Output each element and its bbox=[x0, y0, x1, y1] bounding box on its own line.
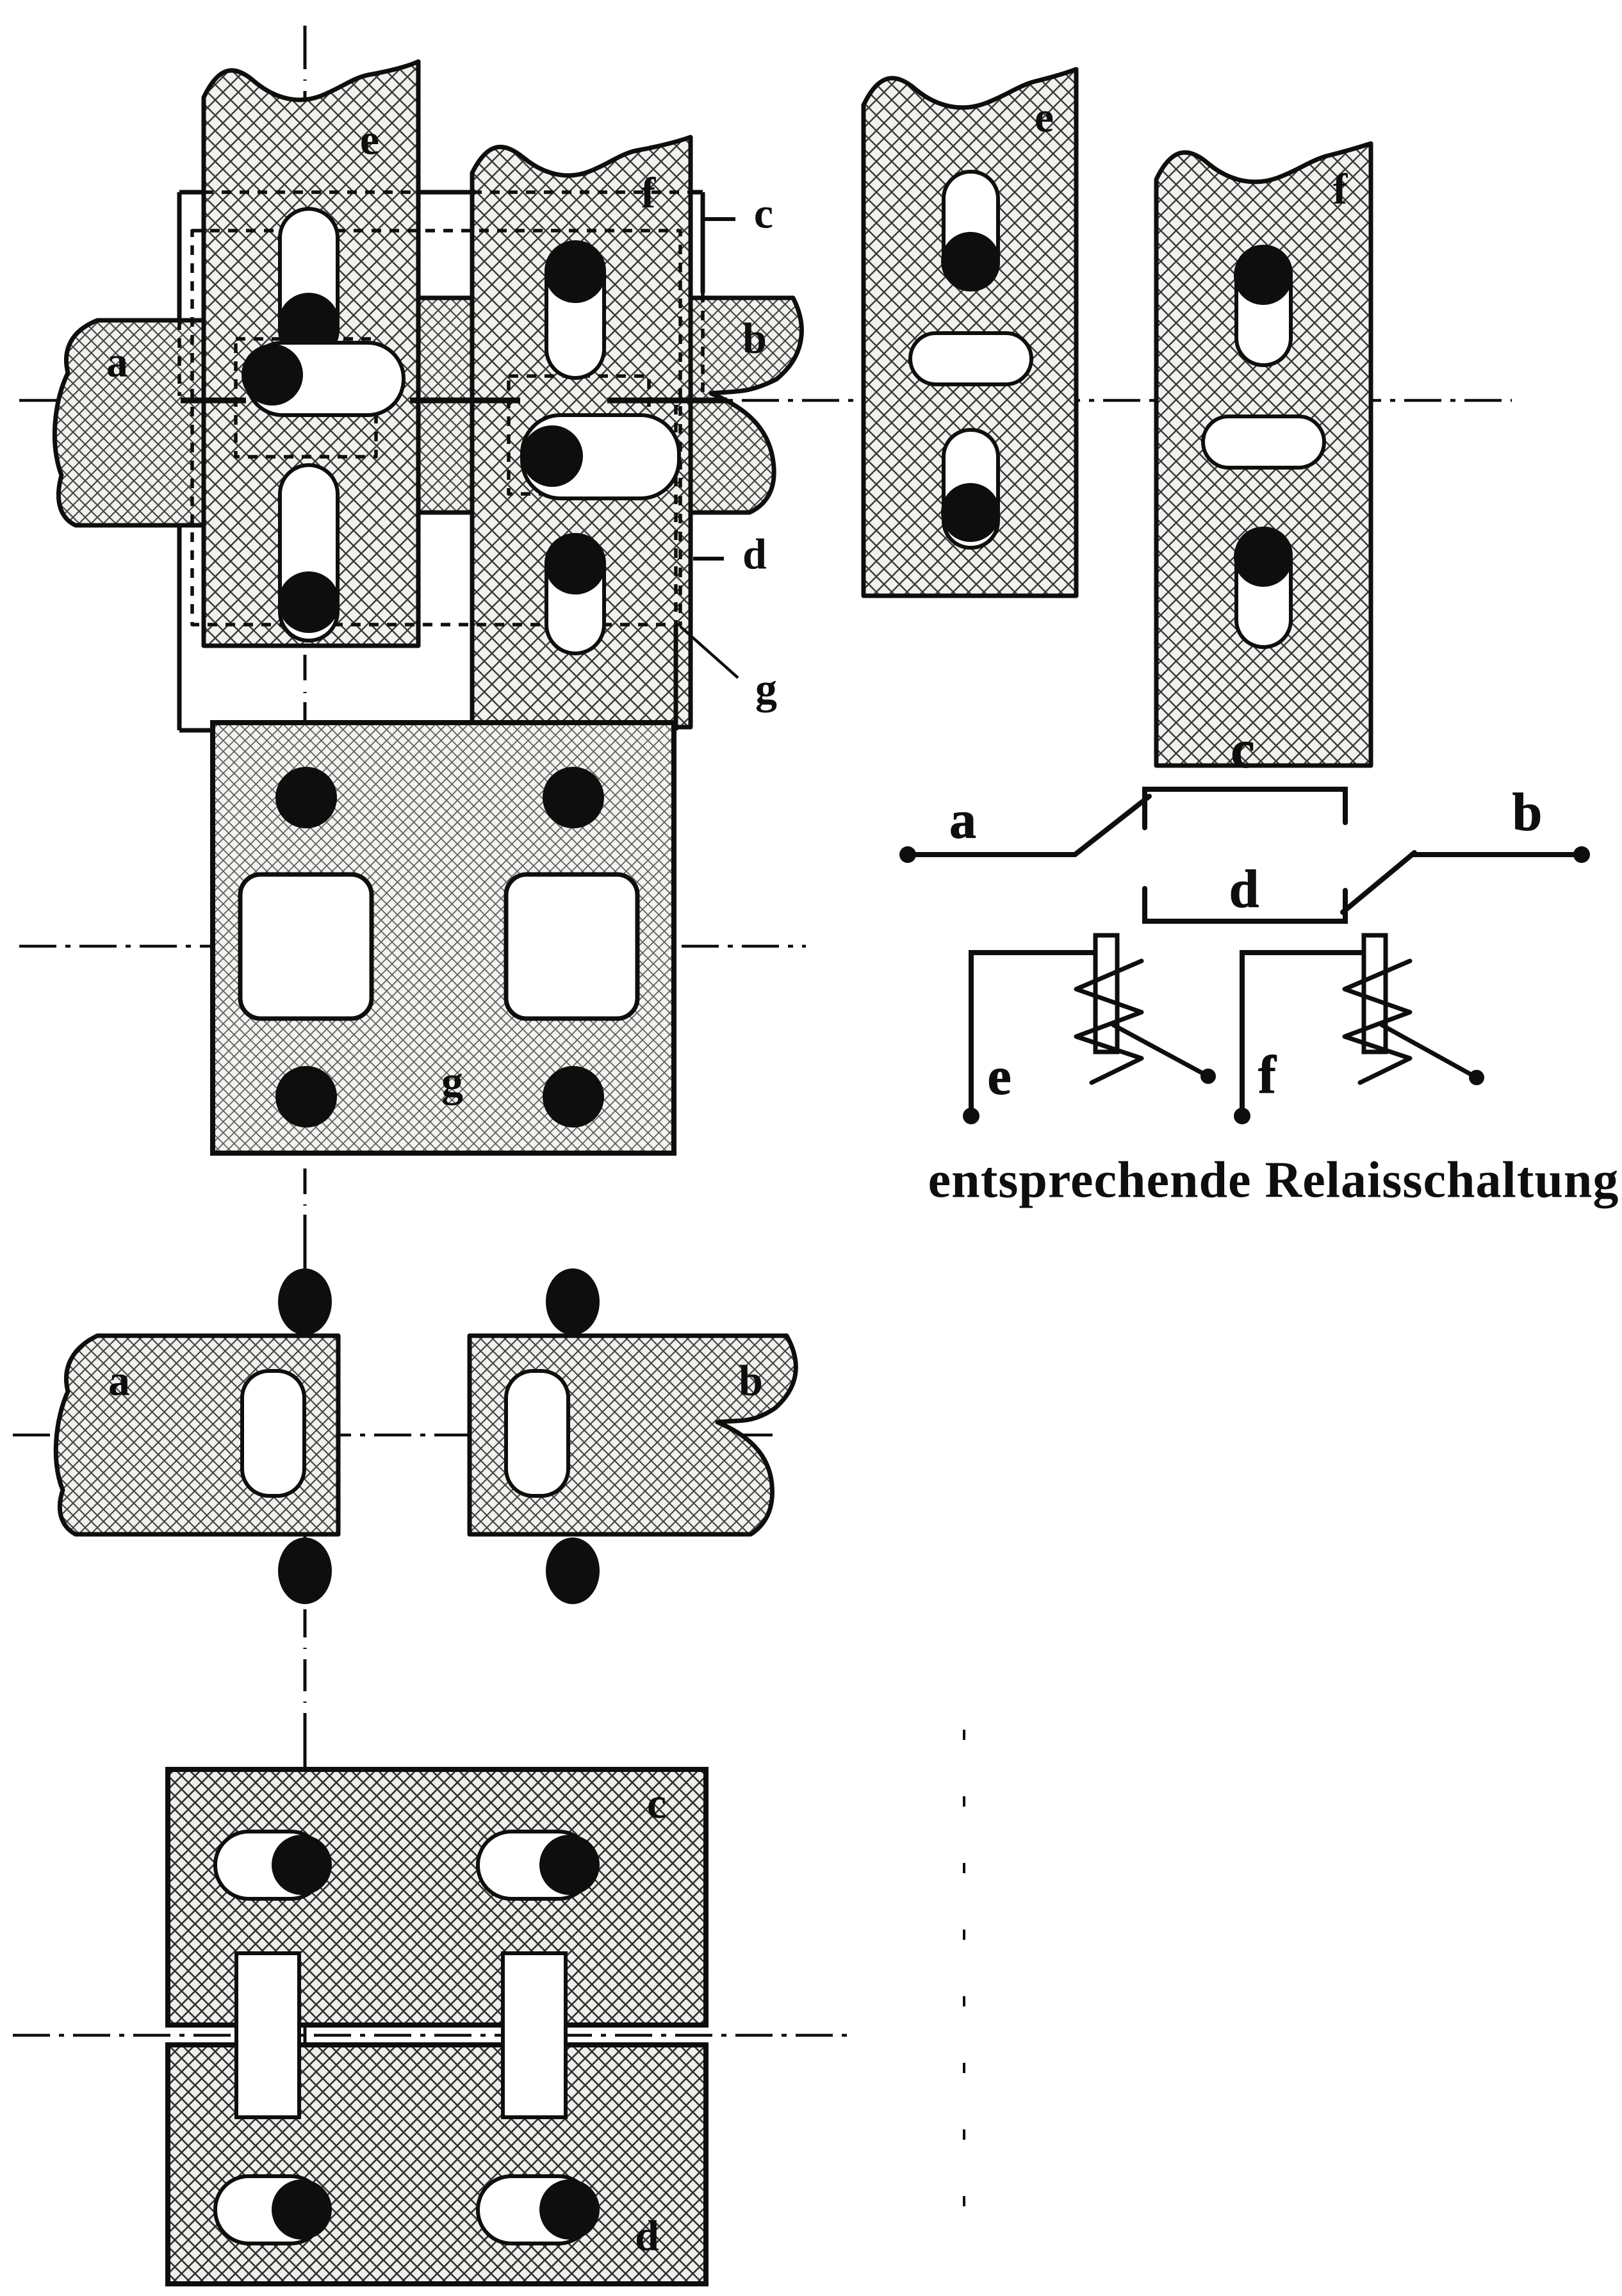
pin-dot bbox=[941, 483, 1000, 542]
plate-g-label: g bbox=[441, 1057, 463, 1106]
coil-f-winding bbox=[1342, 958, 1413, 1085]
pin-dot bbox=[275, 1066, 337, 1128]
pin-dot bbox=[546, 1268, 600, 1335]
strip-e-slots bbox=[908, 170, 1033, 550]
switch-arm-a bbox=[1072, 794, 1152, 857]
plate-g-hole-right bbox=[504, 872, 640, 1021]
pin-dot bbox=[941, 232, 1000, 291]
terminal-dot-e bbox=[963, 1108, 979, 1124]
pin-dot bbox=[278, 293, 340, 354]
relay-label-a: a bbox=[949, 790, 976, 849]
coil-e-core bbox=[1093, 933, 1120, 1054]
pin-dot bbox=[543, 767, 604, 828]
plate-g-hole-left bbox=[238, 872, 374, 1021]
coil-f-tail bbox=[1379, 1022, 1479, 1080]
pin-dot bbox=[545, 533, 606, 594]
pin-dot bbox=[546, 1538, 600, 1604]
slide-b-slot bbox=[504, 1369, 570, 1498]
plate-d-label: d bbox=[635, 2211, 659, 2260]
relay-label-b: b bbox=[1512, 782, 1543, 842]
composite-label-g: g bbox=[755, 664, 777, 713]
slide-b-label: b bbox=[739, 1356, 763, 1405]
coil-e-wire bbox=[969, 950, 1099, 1117]
relay-label-d: d bbox=[1229, 859, 1259, 919]
contact-d-bracket bbox=[1142, 886, 1348, 924]
relay-coil-e bbox=[963, 933, 1216, 1124]
pin-dot bbox=[1234, 246, 1293, 305]
plates-cd-view: c d bbox=[165, 1767, 709, 2286]
relay-coil-f bbox=[1234, 933, 1484, 1124]
strip-e-label: e bbox=[1035, 93, 1054, 142]
strips-ef-view: e f bbox=[861, 67, 1373, 768]
composite-label-e: e bbox=[360, 115, 379, 164]
plate-c-label: c bbox=[647, 1779, 666, 1828]
coil-e-winding bbox=[1074, 958, 1144, 1085]
composite-assembly-view: a b c d e f g bbox=[52, 59, 804, 733]
pin-dot bbox=[278, 1538, 332, 1604]
notch-right bbox=[501, 1951, 568, 2119]
terminal-dot bbox=[1200, 1069, 1216, 1084]
relay-caption: entsprechende Relaisschaltung bbox=[928, 1152, 1619, 1208]
plate-g-view: g bbox=[210, 720, 676, 1156]
contact-c-bracket bbox=[1142, 787, 1348, 830]
strips-ab-view: a b bbox=[53, 1268, 798, 1604]
slide-a-label: a bbox=[108, 1356, 130, 1405]
terminal-dot bbox=[1469, 1070, 1484, 1085]
label-leader-g bbox=[679, 625, 739, 679]
relay-label-e: e bbox=[987, 1046, 1011, 1106]
slide-a-slot bbox=[240, 1369, 306, 1498]
composite-plate-c-hidden-edges bbox=[177, 190, 705, 396]
pin-dot bbox=[242, 344, 303, 406]
pin-dot bbox=[272, 2179, 332, 2240]
terminal-dot-f bbox=[1234, 1108, 1250, 1124]
composite-label-f: f bbox=[641, 168, 657, 217]
pin-dot bbox=[275, 767, 337, 828]
notch-left bbox=[234, 1951, 301, 2119]
composite-label-a: a bbox=[106, 338, 128, 386]
composite-left-column-slots bbox=[242, 207, 406, 643]
pin-dot bbox=[272, 1835, 332, 1895]
composite-right-column-slots bbox=[520, 240, 681, 655]
pin-dot bbox=[278, 1268, 332, 1335]
pin-dot bbox=[545, 242, 606, 303]
switch-arm-b bbox=[1340, 850, 1417, 915]
strip-f-label: f bbox=[1333, 165, 1348, 213]
coil-e-tail bbox=[1111, 1022, 1211, 1079]
composite-label-d: d bbox=[742, 530, 767, 578]
coil-f-wire bbox=[1240, 950, 1368, 1117]
relay-label-f: f bbox=[1258, 1045, 1277, 1104]
strip-f-slots bbox=[1201, 245, 1326, 649]
composite-label-b: b bbox=[742, 314, 767, 363]
pin-dot bbox=[539, 1835, 600, 1895]
relay-circuit: a b c d e f bbox=[899, 719, 1590, 1124]
pin-dot bbox=[278, 571, 340, 633]
composite-label-c: c bbox=[754, 189, 773, 238]
coil-f-core bbox=[1361, 933, 1388, 1054]
pin-dot bbox=[521, 425, 583, 487]
relay-label-c: c bbox=[1231, 719, 1254, 779]
pin-dot bbox=[1234, 528, 1293, 587]
composite-plate-c-visible-edges bbox=[177, 190, 705, 320]
pin-dot bbox=[543, 1066, 604, 1128]
composite-plate-g-hidden-outline bbox=[190, 229, 682, 627]
pin-dot bbox=[539, 2179, 600, 2240]
